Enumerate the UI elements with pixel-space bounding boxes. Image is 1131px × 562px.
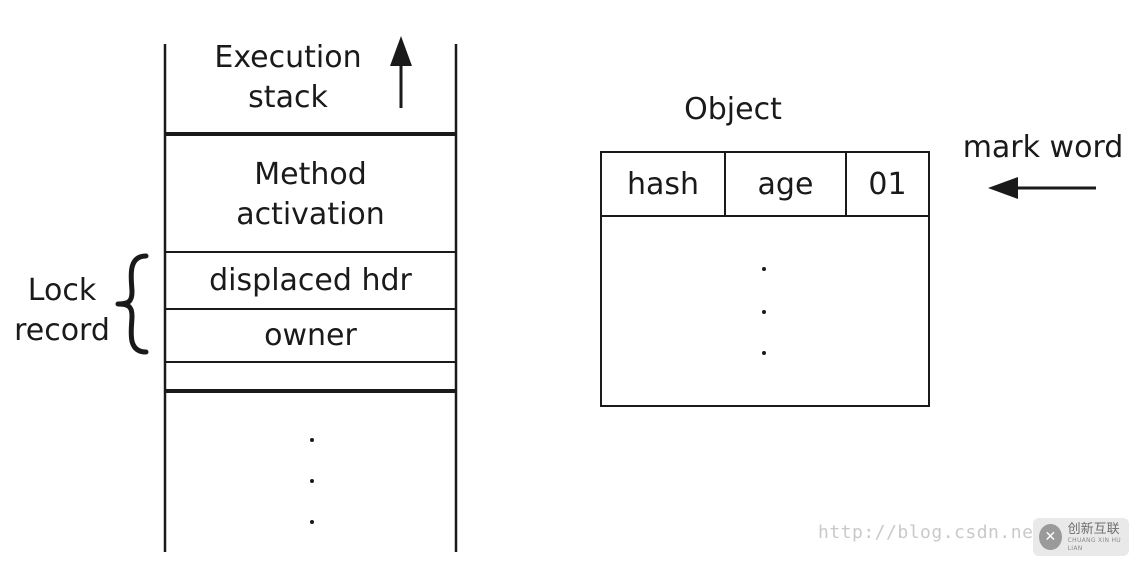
arrow-left-icon (988, 177, 1096, 199)
watermark-badge: ✕ 创新互联 CHUANG XIN HU LIAN (1033, 518, 1129, 556)
stack-ellipsis-dot (310, 438, 314, 442)
method-activation-cell: Method activation (236, 157, 385, 232)
lock-record-label: Lock record (14, 273, 110, 348)
badge-text: 创新互联 CHUANG XIN HU LIAN (1068, 522, 1129, 553)
hash-cell: hash (626, 166, 700, 202)
object-box (600, 151, 930, 407)
badge-title: 创新互联 (1067, 521, 1120, 537)
object-ellipsis-dot (762, 267, 766, 271)
curly-brace-icon (115, 253, 149, 355)
arrow-up-icon (390, 36, 412, 108)
stack-ellipsis-dot (310, 520, 314, 524)
object-ellipsis-dot (762, 351, 766, 355)
watermark-url: http://blog.csdn.net (818, 522, 1045, 543)
stack-ellipsis-dot (310, 479, 314, 483)
owner-cell: owner (264, 318, 357, 353)
logo-icon: ✕ (1039, 524, 1062, 550)
age-cell: age (757, 166, 814, 202)
object-title: Object (684, 92, 782, 127)
execution-stack-label: Execution stack (214, 40, 362, 115)
flag-cell: 01 (868, 166, 907, 202)
object-ellipsis-dot (762, 310, 766, 314)
mark-word-label: mark word (962, 130, 1124, 165)
displaced-hdr-cell: displaced hdr (209, 263, 412, 298)
badge-subtitle: CHUANG XIN HU LIAN (1067, 536, 1121, 552)
